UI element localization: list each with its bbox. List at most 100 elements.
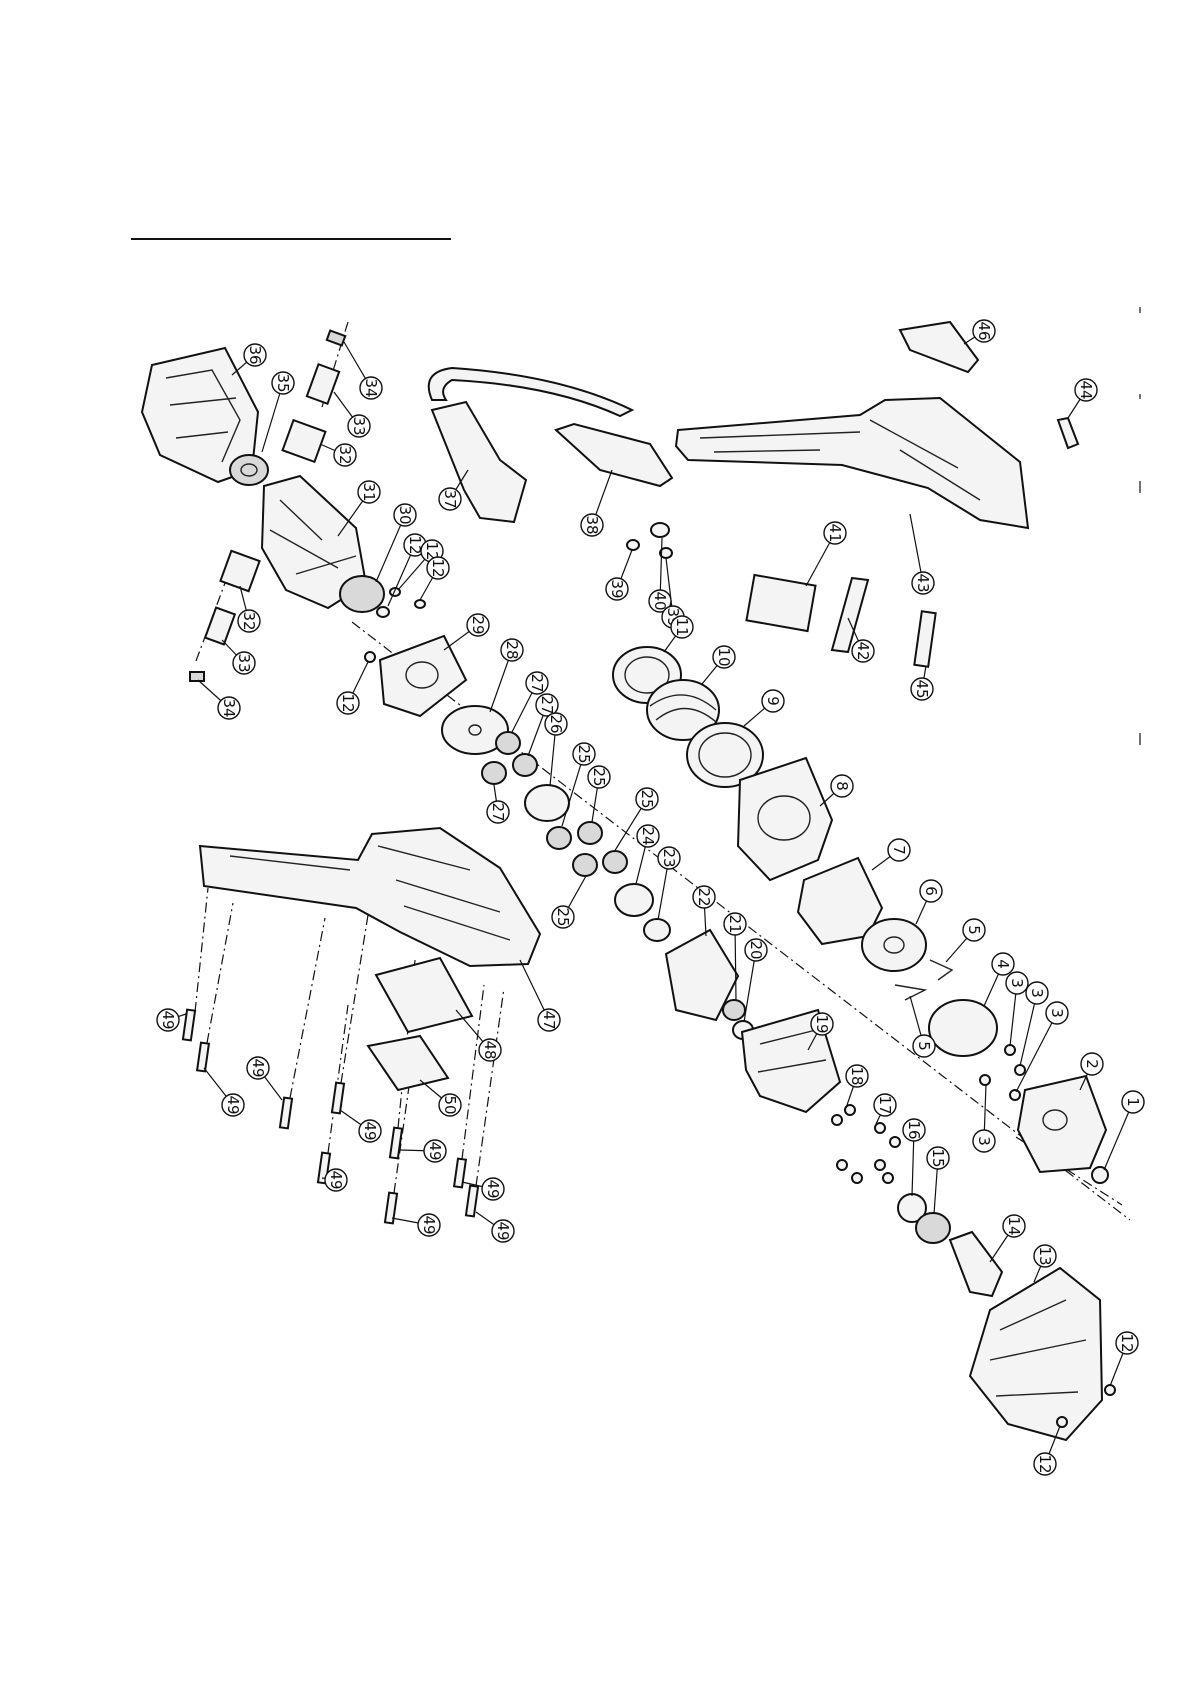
callout-label: 20 <box>747 940 765 959</box>
callout-label: 27 <box>538 695 556 714</box>
carbon-brush-33b <box>205 608 235 645</box>
callout-c-6: 6 <box>920 880 942 902</box>
callout-c-9: 9 <box>762 690 784 712</box>
callout-label: 3 <box>1048 1008 1066 1018</box>
callout-c-42: 42 <box>852 640 874 662</box>
planet-gear-25a <box>547 827 571 849</box>
callout-label: 6 <box>922 886 940 896</box>
callout-label: 9 <box>764 696 782 706</box>
callout-label: 32 <box>240 611 258 630</box>
screw-3c <box>1015 1065 1025 1075</box>
callout-label: 48 <box>481 1040 499 1059</box>
cover-4 <box>929 1000 997 1056</box>
callout-label: 29 <box>469 615 487 634</box>
callout-c-49c: 49 <box>247 1057 269 1079</box>
callout-c-1: 1 <box>1122 1091 1144 1113</box>
carrier-26 <box>525 785 569 821</box>
callout-c-7: 7 <box>888 839 910 861</box>
callout-c-29: 29 <box>467 614 489 636</box>
callout-c-25c: 25 <box>636 788 658 810</box>
callout-c-35: 35 <box>272 372 294 394</box>
callout-label: 34 <box>220 698 238 717</box>
bearing-plate-29 <box>380 636 466 716</box>
callout-c-17: 17 <box>874 1094 896 1116</box>
callout-label: 35 <box>274 373 292 392</box>
callout-label: 31 <box>360 482 378 501</box>
callout-c-27c: 27 <box>487 801 509 823</box>
callout-c-49i: 49 <box>492 1220 514 1242</box>
callout-c-33a: 33 <box>348 415 370 437</box>
callout-label: 36 <box>246 345 264 364</box>
clamp-40 <box>651 523 669 537</box>
callout-label: 41 <box>826 523 844 542</box>
housing-8 <box>738 758 832 880</box>
screw-3a <box>980 1075 990 1085</box>
callout-c-49d: 49 <box>359 1120 381 1142</box>
switch-41 <box>746 575 815 631</box>
planet-gear-25c <box>573 854 597 876</box>
callout-label: 11 <box>673 617 691 636</box>
callout-c-18: 18 <box>846 1065 868 1087</box>
callout-label: 12 <box>429 558 447 577</box>
callout-label: 2 <box>1083 1059 1101 1069</box>
callout-label: 25 <box>590 767 608 786</box>
ball-group <box>832 1105 900 1183</box>
label-50 <box>368 1036 448 1090</box>
callout-c-16: 16 <box>903 1119 925 1141</box>
callout-label: 44 <box>1077 380 1095 399</box>
callout-label: 49 <box>159 1010 177 1029</box>
callout-c-50: 50 <box>439 1094 461 1116</box>
callout-label: 33 <box>350 416 368 435</box>
callout-c-12d: 12 <box>337 692 359 714</box>
callout-c-31: 31 <box>358 481 380 503</box>
callout-label: 30 <box>396 505 414 524</box>
pin-45 <box>914 611 935 666</box>
callout-label: 37 <box>441 489 459 508</box>
callout-label: 50 <box>441 1095 459 1114</box>
carbon-brush-33a <box>307 364 339 403</box>
callout-label: 39 <box>608 579 626 598</box>
callout-c-49f: 49 <box>424 1140 446 1162</box>
callout-c-49a: 49 <box>157 1009 179 1031</box>
callout-c-49g: 49 <box>418 1214 440 1236</box>
callout-label: 49 <box>361 1121 379 1140</box>
callout-c-13: 13 <box>1034 1245 1056 1267</box>
callout-label: 27 <box>528 673 546 692</box>
callout-c-49b: 49 <box>222 1094 244 1116</box>
callout-c-26: 26 <box>545 713 567 735</box>
callout-label: 16 <box>905 1120 923 1139</box>
callout-c-25d: 25 <box>552 906 574 928</box>
callout-c-32a: 32 <box>334 444 356 466</box>
clip-44 <box>1058 418 1078 448</box>
planet-gear-27c <box>482 762 506 784</box>
callout-c-41: 41 <box>824 522 846 544</box>
plate-48 <box>376 958 472 1032</box>
callout-c-27a: 27 <box>526 672 548 694</box>
callout-c-49h: 49 <box>482 1178 504 1200</box>
callout-label: 27 <box>489 802 507 821</box>
screw-12d <box>365 652 375 662</box>
callout-label: 47 <box>540 1010 558 1029</box>
callout-c-25b: 25 <box>588 766 610 788</box>
planet-gear-25d <box>603 851 627 873</box>
callout-c-47: 47 <box>538 1009 560 1031</box>
callout-label: 18 <box>848 1066 866 1085</box>
callout-label: 22 <box>695 887 713 906</box>
disc-6 <box>862 919 926 971</box>
handle-half-47 <box>200 828 540 966</box>
callout-c-28: 28 <box>501 639 523 661</box>
callout-c-2: 2 <box>1081 1053 1103 1075</box>
cap-2 <box>1018 1076 1106 1172</box>
callout-c-3a: 3 <box>1006 972 1028 994</box>
screw-12a <box>377 607 389 617</box>
callout-c-22: 22 <box>693 886 715 908</box>
fan-30 <box>340 576 384 612</box>
plate-46 <box>900 322 978 372</box>
ring-21 <box>723 1000 745 1020</box>
screw-12f <box>1057 1417 1067 1427</box>
callout-label: 49 <box>249 1058 267 1077</box>
callout-c-24: 24 <box>637 825 659 847</box>
carrier-24 <box>615 884 653 916</box>
callout-c-4: 4 <box>992 953 1014 975</box>
callout-c-5b: 5 <box>913 1035 935 1057</box>
